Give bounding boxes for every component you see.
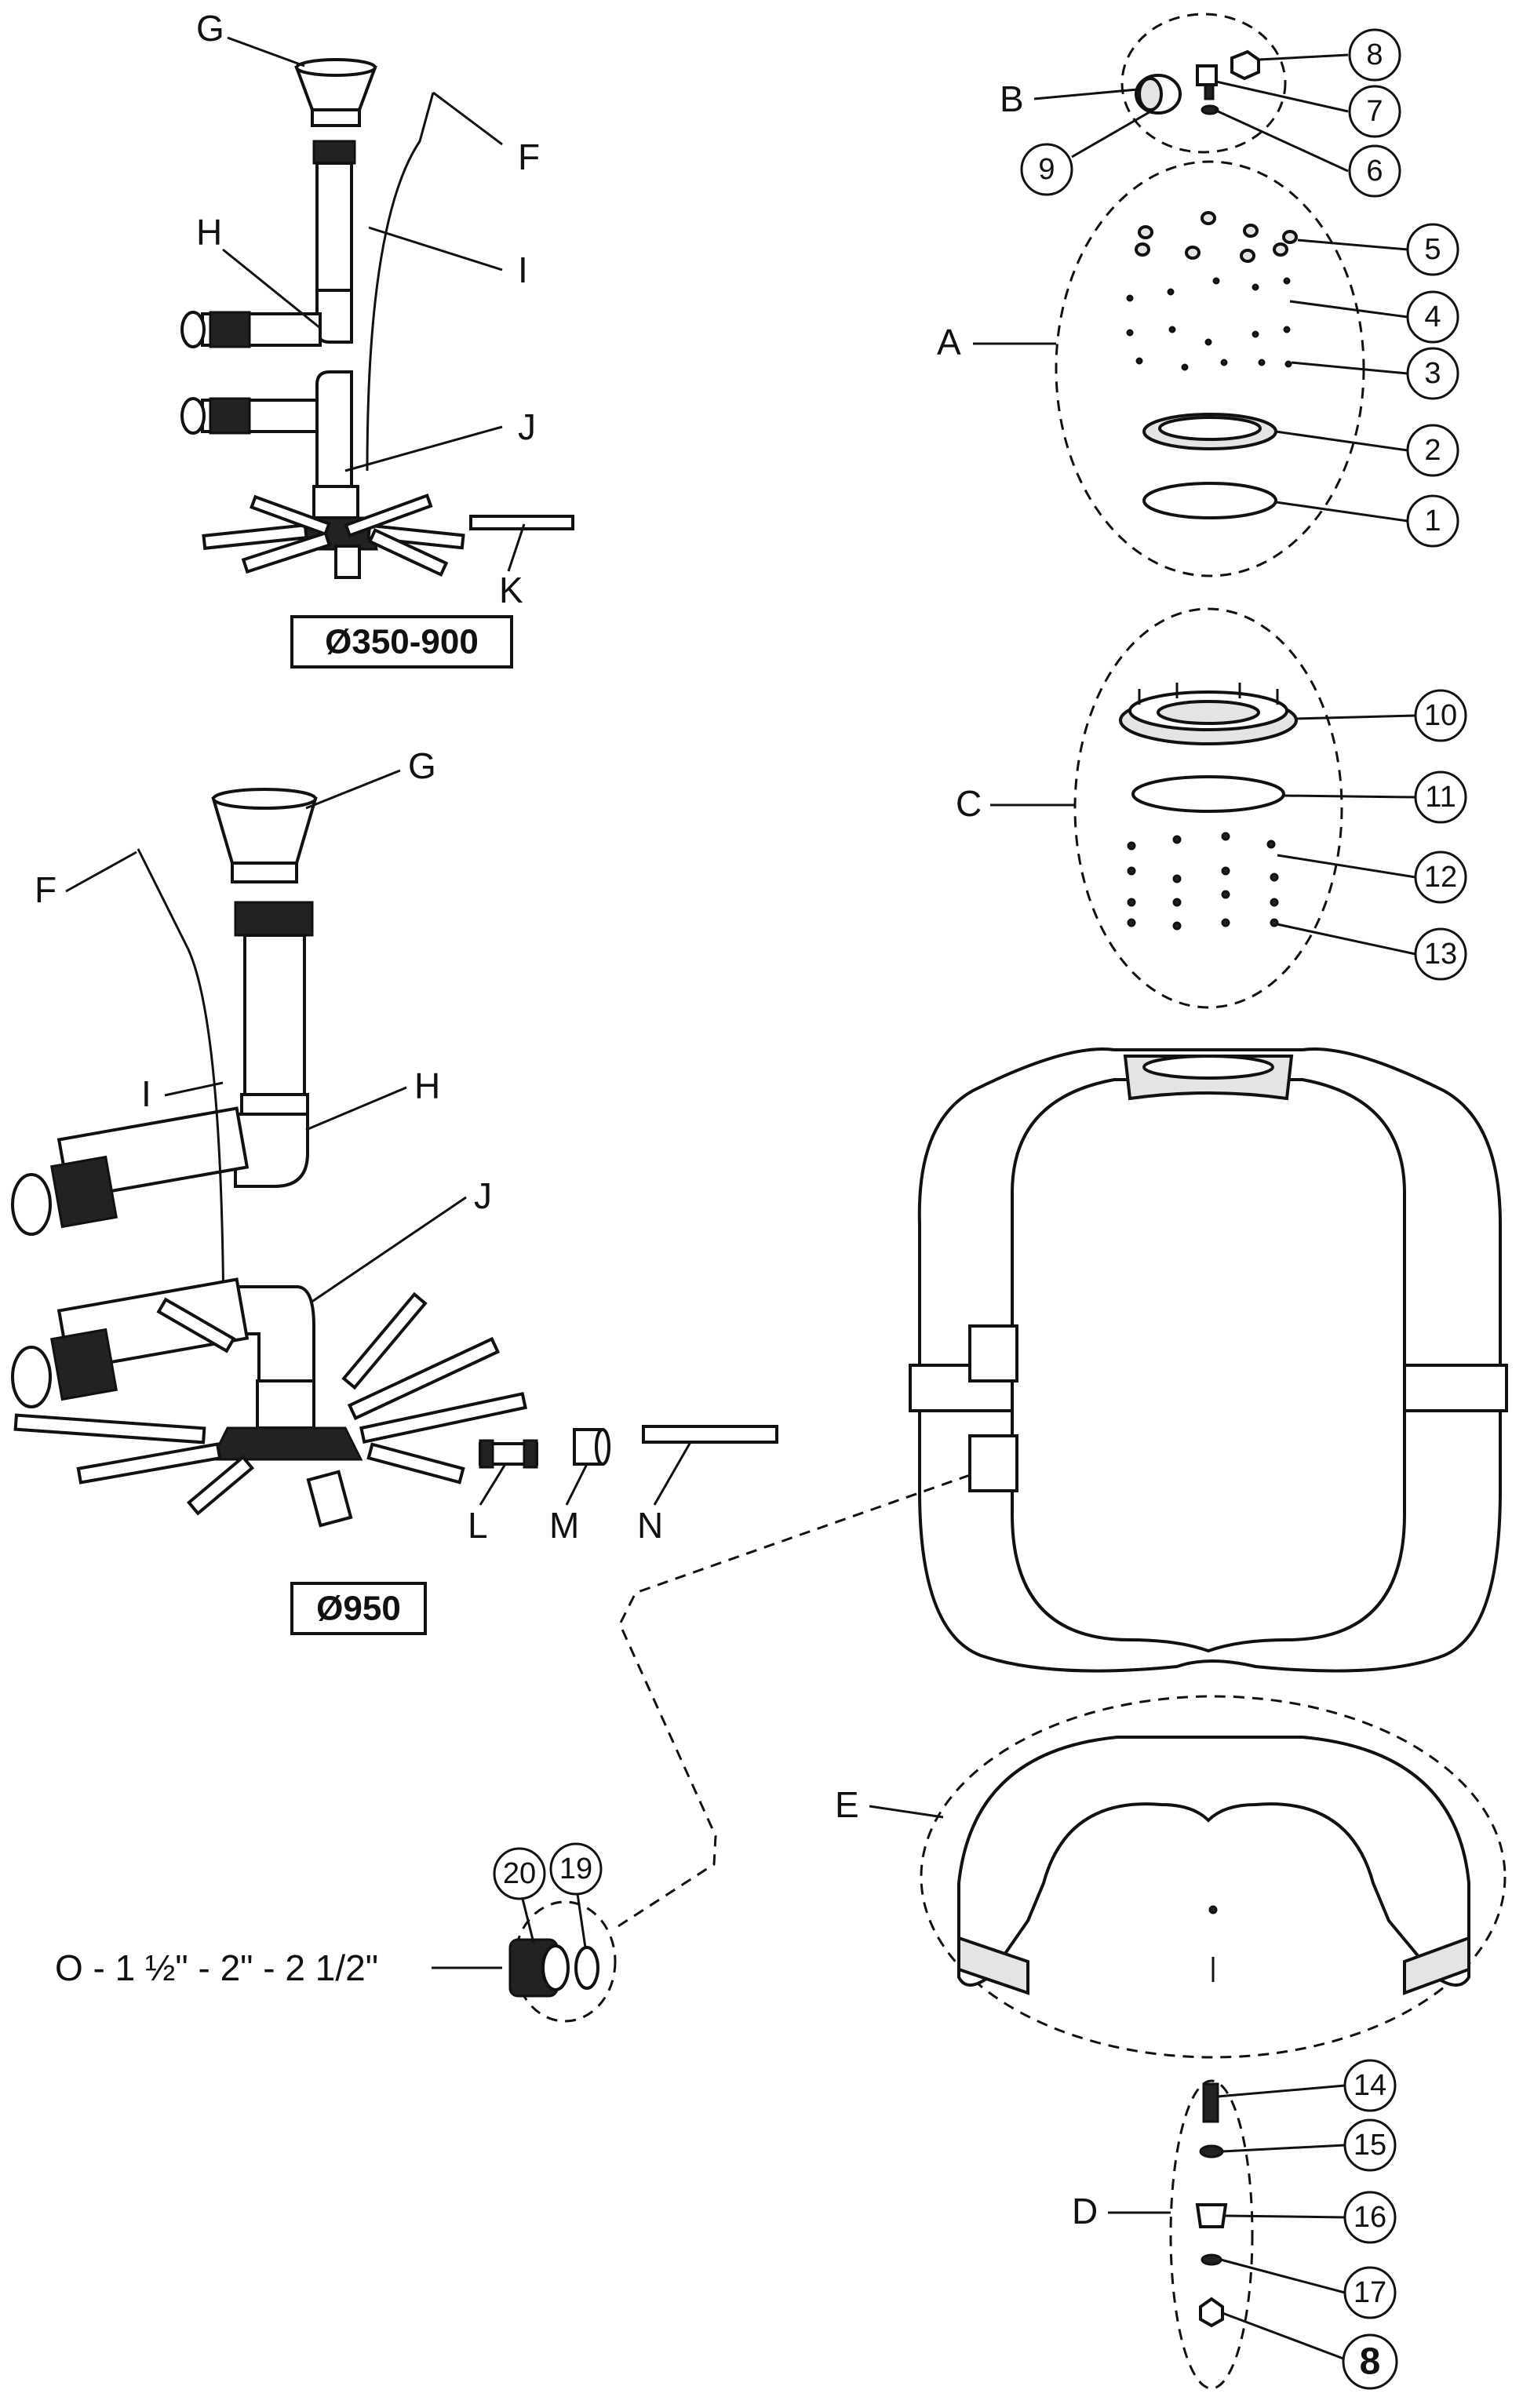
label-a: A [937, 322, 961, 362]
label-b: B [1000, 78, 1024, 119]
small-parts-12-13 [1127, 832, 1279, 931]
label-g-950: G [408, 745, 436, 786]
variant-label-950: Ø950 [316, 1590, 401, 1628]
bottom-assembly-labels: G F I H J L M N Ø950 [35, 745, 692, 1635]
top-collector-assembly [180, 58, 574, 579]
connection-size-label: O - 1 ½" - 2" - 2 1/2" [55, 1947, 378, 1988]
group-o: 20 19 O - 1 ½" - 2" - 2 1/2" [55, 1842, 617, 2023]
flange-ring-10 [1119, 683, 1298, 745]
label-h-950: H [414, 1066, 440, 1106]
label-j: J [518, 406, 536, 447]
label-i-950: I [141, 1073, 151, 1114]
label-d: D [1072, 2191, 1098, 2231]
cap-nozzles [1135, 211, 1298, 263]
callout-7: 7 [1366, 95, 1383, 128]
label-m: M [549, 1505, 579, 1546]
variant-label-350-900: Ø350-900 [325, 623, 479, 661]
group-d: D 14 15 16 17 8 [1072, 2059, 1398, 2390]
callout-17: 17 [1354, 2276, 1386, 2309]
group-b: B 8 7 6 9 [1000, 13, 1401, 198]
filter-tank [909, 1047, 1508, 1673]
label-n: N [637, 1505, 663, 1546]
callout-14: 14 [1354, 2069, 1386, 2102]
group-a: A 5 4 [937, 160, 1459, 577]
group-c: C 10 11 12 [956, 607, 1467, 1009]
bottom-collector-assembly [11, 788, 778, 1528]
callout-3: 3 [1424, 357, 1441, 390]
callout-5: 5 [1424, 233, 1441, 266]
callout-10: 10 [1424, 699, 1457, 732]
callout-15: 15 [1354, 2129, 1386, 2162]
o-ring-1 [1142, 482, 1277, 519]
callout-1: 1 [1424, 505, 1441, 537]
callout-2: 2 [1424, 434, 1441, 467]
callout-8-bold: 8 [1360, 2341, 1381, 2383]
callout-20: 20 [503, 1857, 536, 1890]
small-parts-rows [1126, 277, 1292, 371]
callout-6: 6 [1366, 155, 1383, 188]
label-f-950: F [35, 869, 56, 910]
callout-16: 16 [1354, 2201, 1386, 2234]
callout-8: 8 [1366, 38, 1383, 71]
part-n [642, 1425, 778, 1444]
callout-11: 11 [1425, 781, 1456, 814]
label-e: E [835, 1784, 859, 1825]
callout-13: 13 [1424, 938, 1457, 971]
callout-4: 4 [1424, 301, 1441, 333]
label-h: H [196, 212, 222, 253]
label-f: F [518, 137, 540, 177]
label-l: L [468, 1505, 488, 1546]
callout-19: 19 [559, 1852, 592, 1885]
o-ring-11 [1131, 775, 1285, 813]
label-c: C [956, 783, 982, 824]
label-k: K [499, 570, 523, 610]
lateral-k [469, 515, 574, 530]
label-j-950: J [474, 1175, 492, 1216]
callout-12: 12 [1424, 861, 1457, 894]
group-e: E [835, 1695, 1507, 2059]
label-g: G [196, 8, 224, 49]
callout-9: 9 [1038, 153, 1055, 186]
label-i: I [518, 250, 528, 290]
top-assembly-labels: G F H I J K Ø350-900 [196, 8, 540, 668]
